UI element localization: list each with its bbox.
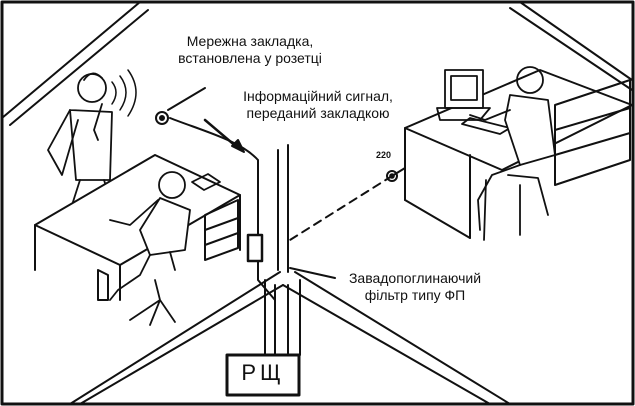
bug-leader — [167, 87, 206, 111]
panel-label: РЩ — [241, 360, 285, 385]
seated-person-right — [469, 66, 556, 241]
bug-label-line2: встановлена у розетці — [178, 50, 322, 66]
panel-box — [225, 353, 301, 397]
signal-label: Інформаційний сигнал, переданий закладко… — [228, 88, 408, 122]
right-outlet — [386, 170, 398, 182]
sound-waves — [111, 69, 137, 117]
bug-label-line1: Мережна закладка, — [186, 33, 314, 49]
computer — [436, 69, 511, 135]
signal-arrow-head — [231, 139, 245, 153]
voltage-label: 220 — [376, 150, 392, 160]
filter-leader — [289, 267, 336, 279]
filter-label-line2: фільтр типу ФП — [364, 287, 466, 303]
cable-to-filter — [257, 254, 276, 301]
filter-label-line1: Завадопоглинаючий — [348, 270, 482, 286]
filter-box — [246, 233, 264, 263]
bug-outlet — [155, 111, 169, 125]
filter-label: Завадопоглинаючий фільтр типу ФП — [330, 270, 500, 304]
left-desk — [34, 154, 241, 301]
dashed-cable — [289, 175, 393, 241]
signal-label-line2: переданий закладкою — [246, 105, 390, 121]
bug-label: Мережна закладка, встановлена у розетці — [150, 33, 350, 67]
phone — [191, 173, 221, 191]
signal-arrow-line — [203, 118, 240, 150]
power-cable — [169, 117, 259, 241]
seated-person-left — [109, 171, 191, 326]
signal-label-line1: Інформаційний сигнал, — [243, 88, 393, 104]
